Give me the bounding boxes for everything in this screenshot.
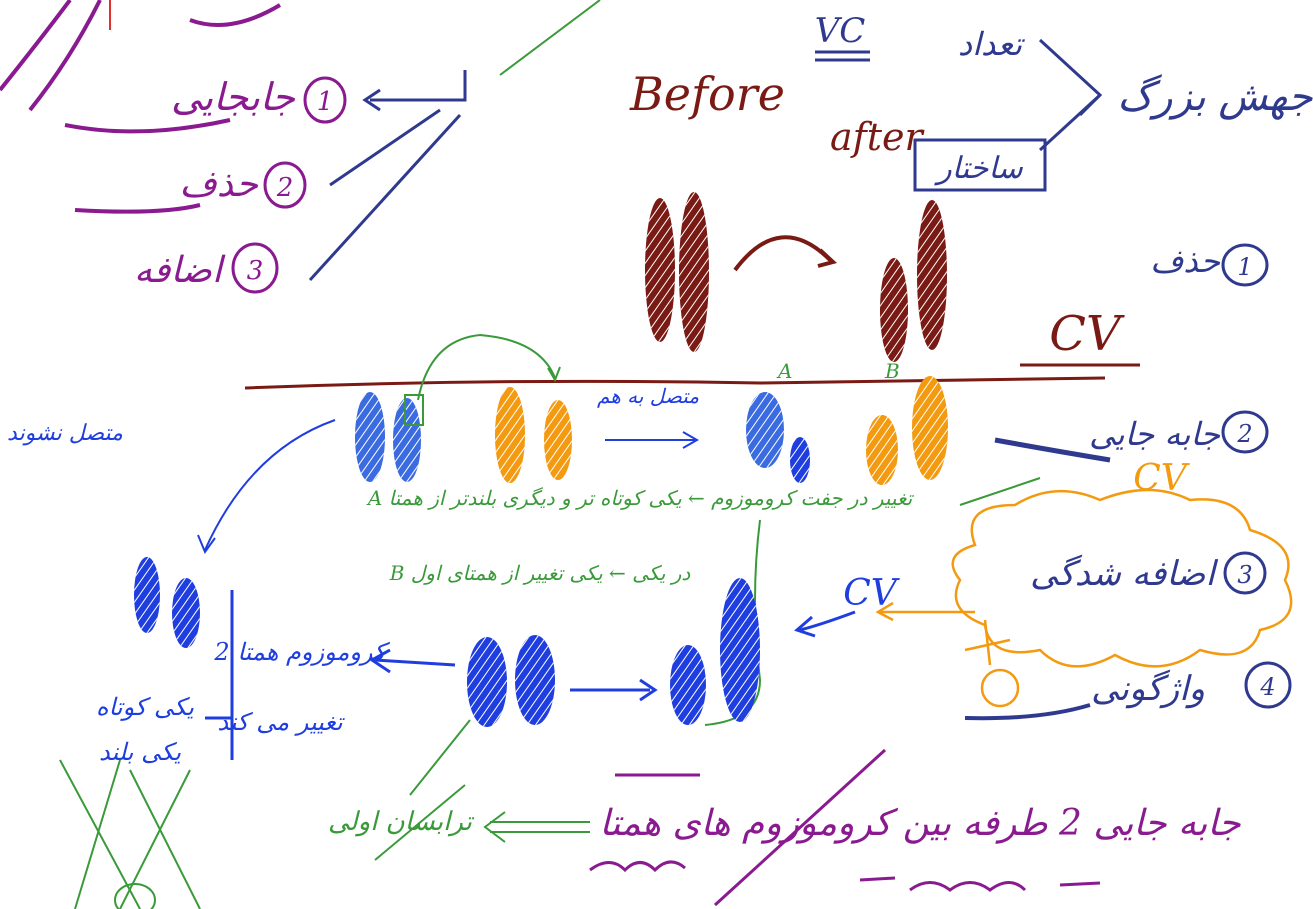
cv-mark-2: CV [1133, 458, 1191, 499]
transfer-line-label: جابه جایی 2 طرفه بین کروموزوم های همتا [599, 803, 1241, 844]
tedad-label: تعداد [958, 25, 1025, 63]
right-num-4: 4 [1259, 673, 1275, 701]
cv-mark-3: CV [843, 573, 901, 614]
tarabasi-label: ترابسان اولی [328, 807, 475, 837]
top-num-3: 3 [247, 256, 264, 286]
top-num-1: 1 [317, 87, 334, 117]
right-num-2: 2 [1236, 420, 1252, 448]
right-hazf-label: حذف [1150, 242, 1220, 280]
motasel-nashodeh-label: متصل نشوند [7, 421, 123, 446]
right-vajgooni-label: واژگونی [1091, 669, 1205, 709]
motasel-label: متصل به هم [597, 384, 699, 408]
top-ezafe-label: اضافه [134, 250, 226, 291]
left-blue-notes: متصل نشوند 2 کروموزوم همتا تغییر می کند … [7, 420, 760, 766]
right-jabejai-label: جابه جایی [1089, 415, 1220, 453]
top-right-notes: VC تعداد جهش بزرگ ساختار Before after [629, 11, 1313, 190]
middle-chromosomes: متصل به هم [355, 335, 948, 485]
vc-label: VC [815, 11, 866, 51]
mark-a: A [776, 359, 792, 383]
right-num-3: 3 [1237, 561, 1252, 589]
mark-b: B [884, 359, 900, 383]
right-ezafe-label: اضافه شدگی [1030, 554, 1218, 594]
change-made-label: تغییر می کند [217, 708, 345, 736]
top-num-2: 2 [276, 173, 294, 203]
cv-mark-1: CV [1049, 306, 1125, 362]
one-short-label: یکی کوتاه [96, 693, 194, 721]
bottom-purple-note: جابه جایی 2 طرفه بین کروموزوم های همتا [590, 750, 1241, 905]
jahesh-bozorg-label: جهش بزرگ [1117, 74, 1312, 120]
changes-a-line: A تغییر در جفت کروموزوم ← یکی کوتاه تر و… [366, 486, 915, 510]
right-num-1: 1 [1237, 253, 1252, 281]
one-long-label: یکی بلند [99, 738, 181, 766]
two-chrom-label: 2 کروموزوم همتا [213, 638, 390, 666]
top-hazf-label: حذف [180, 164, 259, 205]
top-jabejai-label: جابجایی [171, 75, 296, 119]
right-list: 1 حذف CV 2 جابه جایی CV 3 اضافه شدگی CV … [797, 242, 1291, 718]
maroon-chromosomes [645, 192, 947, 362]
after-label: after [830, 115, 925, 159]
sakhtar-label: ساختار [933, 151, 1023, 186]
top-left-list: 1 جابجایی 2 حذف 3 اضافه [0, 0, 600, 292]
before-label: Before [629, 67, 785, 121]
changes-b-line: B در یکی ← یکی تغییر از همتای اول [389, 561, 691, 585]
